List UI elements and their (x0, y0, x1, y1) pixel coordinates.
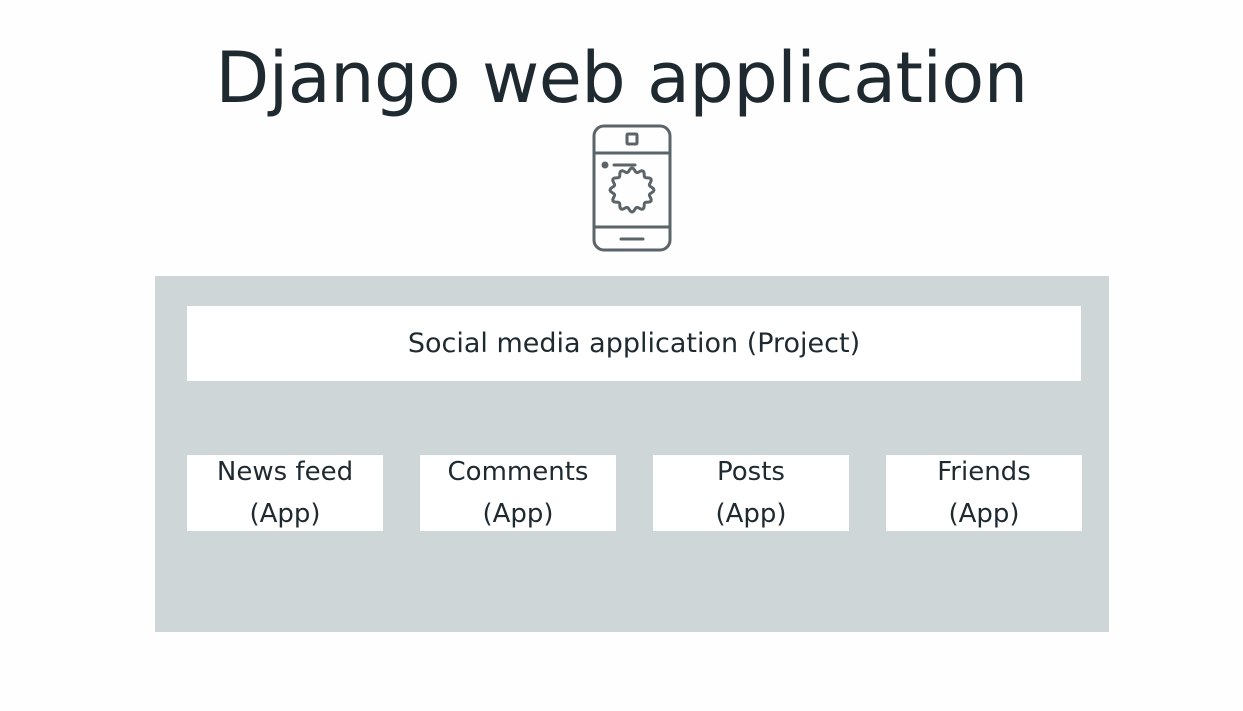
app-box-news-feed: News feed (App) (187, 455, 383, 531)
diagram-container: Social media application (Project) News … (155, 276, 1109, 632)
app-type: (App) (948, 499, 1020, 529)
app-name: Friends (937, 457, 1031, 487)
app-type: (App) (482, 499, 554, 529)
project-box: Social media application (Project) (187, 306, 1081, 381)
project-label: Social media application (Project) (407, 328, 861, 359)
app-type: (App) (715, 499, 787, 529)
slide-title: Django web application (215, 37, 1028, 119)
app-box-friends: Friends (App) (886, 455, 1082, 531)
app-box-comments: Comments (App) (420, 455, 616, 531)
app-name: Posts (717, 457, 785, 487)
app-name: Comments (447, 457, 589, 487)
app-type: (App) (249, 499, 321, 529)
smartphone-gear-icon (592, 124, 672, 252)
app-box-posts: Posts (App) (653, 455, 849, 531)
app-name: News feed (216, 457, 354, 487)
